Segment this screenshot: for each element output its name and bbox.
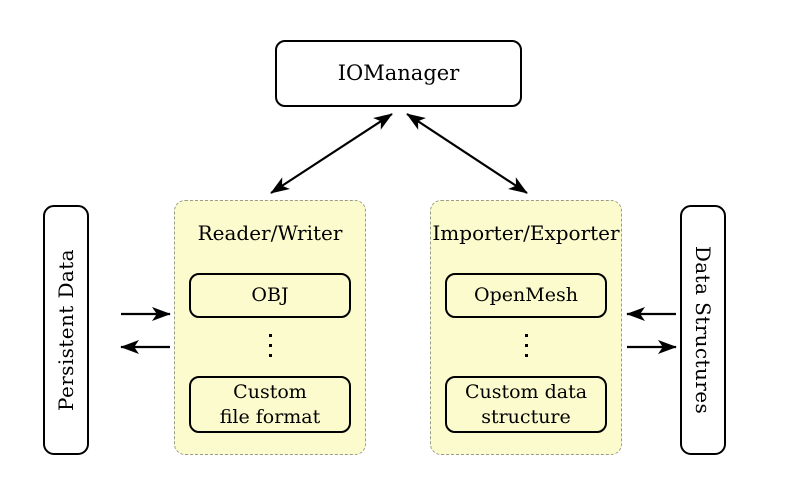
reader-writer-panel: Reader/Writer OBJ Custom file format [174,200,366,455]
obj-node: OBJ [189,273,351,318]
data-structures-label: Data Structures [691,245,715,415]
iomanager-node: IOManager [275,40,522,107]
reader-writer-panel-title: Reader/Writer [197,221,343,245]
persistent-data-label: Persistent Data [54,249,78,411]
arrow-iomanager-importer-exporter [406,113,528,194]
custom-data-structure-label-line2: structure [481,405,571,428]
openmesh-node: OpenMesh [445,273,607,318]
custom-file-format-label-line1: Custom [233,380,307,403]
custom-data-structure-label-line1: Custom data [464,380,588,403]
persistent-data-node: Persistent Data [43,205,89,455]
custom-file-format-node: Custom file format [189,376,351,433]
importer-exporter-ellipsis-icon [431,327,621,357]
arrow-iomanager-reader-writer [270,113,393,194]
importer-exporter-panel: Importer/Exporter OpenMesh Custom data s… [430,200,622,455]
iomanager-label: IOManager [337,61,460,86]
custom-data-structure-node: Custom data structure [445,376,607,433]
reader-writer-ellipsis-icon [175,327,365,357]
openmesh-label: OpenMesh [474,284,578,307]
data-structures-node: Data Structures [680,205,726,455]
importer-exporter-panel-title: Importer/Exporter [432,221,620,245]
obj-label: OBJ [251,284,289,307]
custom-file-format-label-line2: file format [219,405,321,428]
